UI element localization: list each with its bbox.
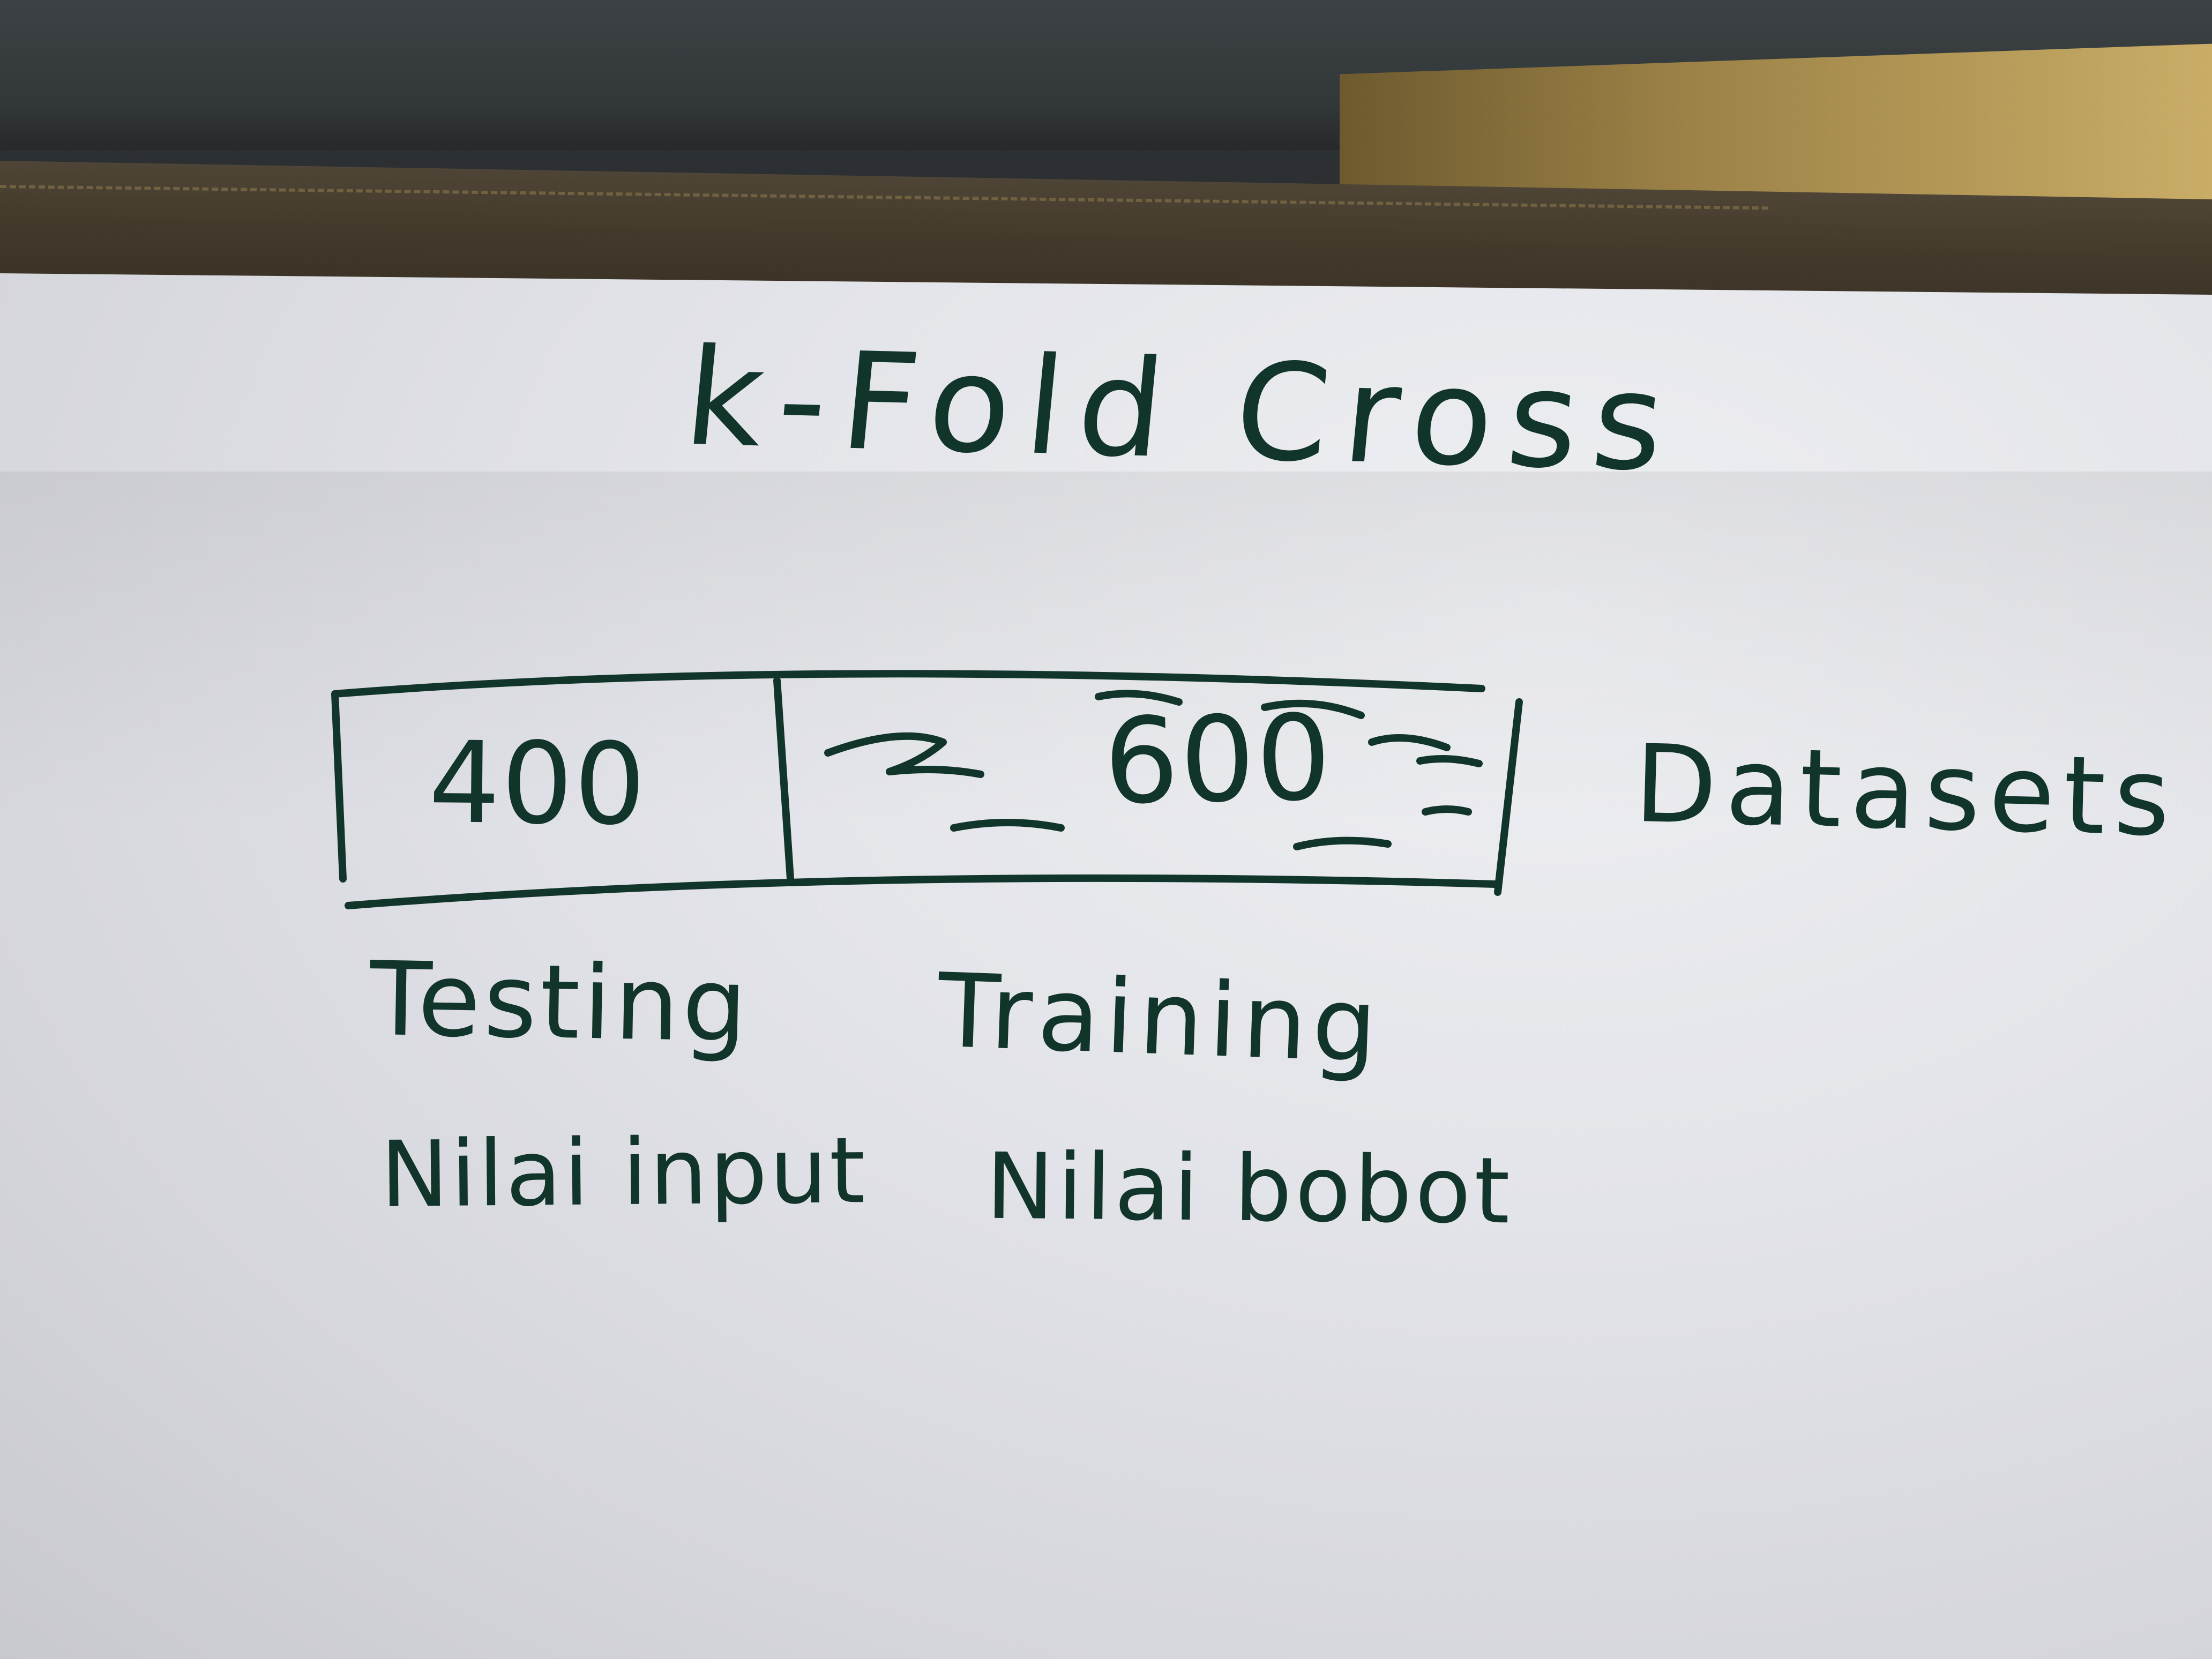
box-left-line	[331, 690, 347, 883]
paper-sheet	[0, 273, 2212, 1659]
squiggle-8	[1293, 836, 1392, 850]
squiggle-7	[1422, 805, 1472, 816]
squiggle-3	[1261, 699, 1365, 719]
datasets-label: Datasets	[1633, 721, 2180, 861]
squiggle-5	[1416, 755, 1483, 767]
box-divider-line	[773, 677, 794, 883]
nilai-input-label: Nilai input	[380, 1118, 868, 1228]
testing-count: 400	[428, 717, 647, 850]
training-count: 600	[1102, 689, 1334, 831]
nilai-bobot-label: Nilai bobot	[985, 1133, 1514, 1245]
paper-shadow	[0, 472, 2212, 1659]
testing-label: Testing	[369, 939, 751, 1065]
box-bottom-line	[345, 874, 1499, 909]
squiggle-2	[1095, 690, 1183, 706]
box-top-line	[331, 670, 1485, 698]
squiggle-4	[1368, 734, 1451, 751]
page-title: k-Fold Cross	[678, 319, 1686, 501]
training-label: Training	[936, 951, 1385, 1086]
box-right-line	[1494, 698, 1523, 896]
squiggle-1	[824, 732, 984, 778]
squiggle-6	[950, 819, 1065, 832]
